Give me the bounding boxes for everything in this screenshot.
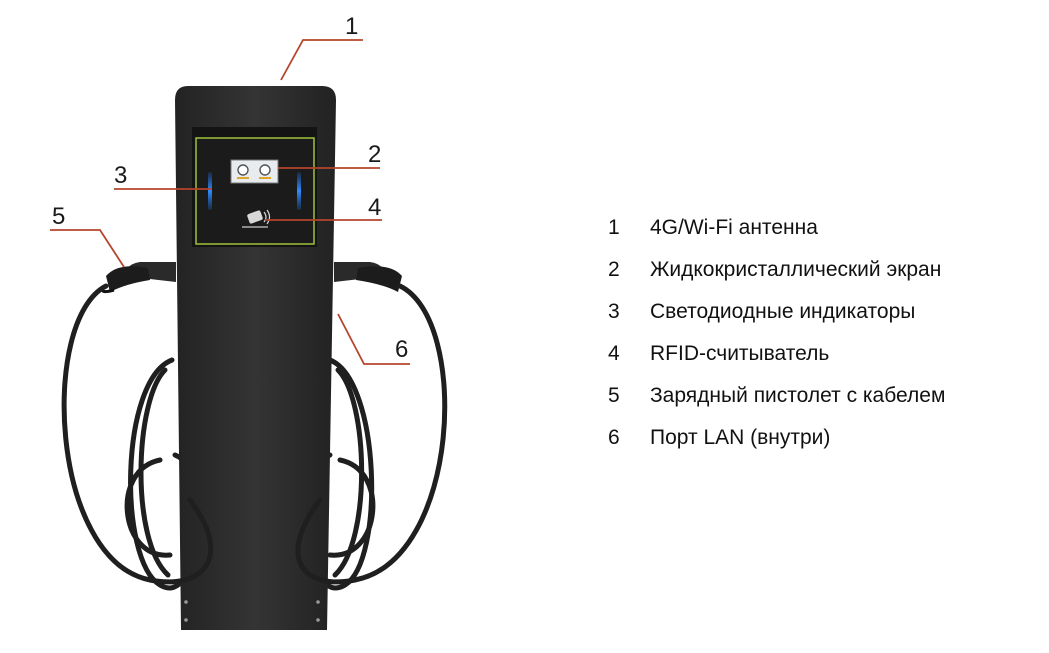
display-panel bbox=[195, 137, 315, 245]
callout-4: 4 bbox=[368, 194, 381, 221]
legend-number: 5 bbox=[608, 384, 620, 407]
callout-1: 1 bbox=[345, 13, 358, 40]
legend-number: 2 bbox=[608, 258, 620, 281]
callout-5: 5 bbox=[52, 203, 65, 230]
lcd-screen bbox=[230, 159, 279, 184]
base-plate bbox=[184, 600, 320, 622]
charging-gun-left bbox=[101, 266, 150, 294]
callout-2: 2 bbox=[368, 141, 381, 168]
legend-item: 2 Жидкокристаллический экран bbox=[608, 249, 945, 291]
leader-line-6 bbox=[337, 313, 410, 365]
cable-front bbox=[61, 283, 448, 585]
legend-number: 3 bbox=[608, 300, 620, 323]
leader-line-5 bbox=[50, 229, 125, 268]
charging-gun-right bbox=[356, 266, 402, 292]
led-indicator-right bbox=[297, 172, 301, 210]
legend-list: 1 4G/Wi-Fi антенна 2 Жидкокристаллический … bbox=[608, 207, 945, 459]
legend-item: 3 Светодиодные индикаторы bbox=[608, 291, 945, 333]
legend-item: 1 4G/Wi-Fi антенна bbox=[608, 207, 945, 249]
legend-number: 4 bbox=[608, 342, 620, 365]
legend-item: 4 RFID-считыватель bbox=[608, 333, 945, 375]
leader-line-1 bbox=[280, 39, 363, 81]
legend-text: Порт LAN (внутри) bbox=[650, 426, 831, 449]
legend-text: Зарядный пистолет с кабелем bbox=[650, 384, 946, 407]
legend-text: Светодиодные индикаторы bbox=[650, 300, 916, 323]
legend-number: 6 bbox=[608, 426, 620, 449]
legend-text: RFID-считыватель bbox=[650, 342, 830, 365]
legend-item: 5 Зарядный пистолет с кабелем bbox=[608, 375, 945, 417]
callout-6: 6 bbox=[395, 336, 408, 363]
leader-lines bbox=[50, 39, 410, 365]
led-indicator-left bbox=[208, 172, 212, 210]
legend-text: 4G/Wi-Fi антенна bbox=[650, 216, 818, 239]
callout-3: 3 bbox=[114, 162, 127, 189]
legend-text: Жидкокристаллический экран bbox=[650, 258, 942, 281]
contactless-card-icon bbox=[242, 209, 271, 228]
legend-item: 6 Порт LAN (внутри) bbox=[608, 417, 945, 459]
legend-number: 1 bbox=[608, 216, 620, 239]
